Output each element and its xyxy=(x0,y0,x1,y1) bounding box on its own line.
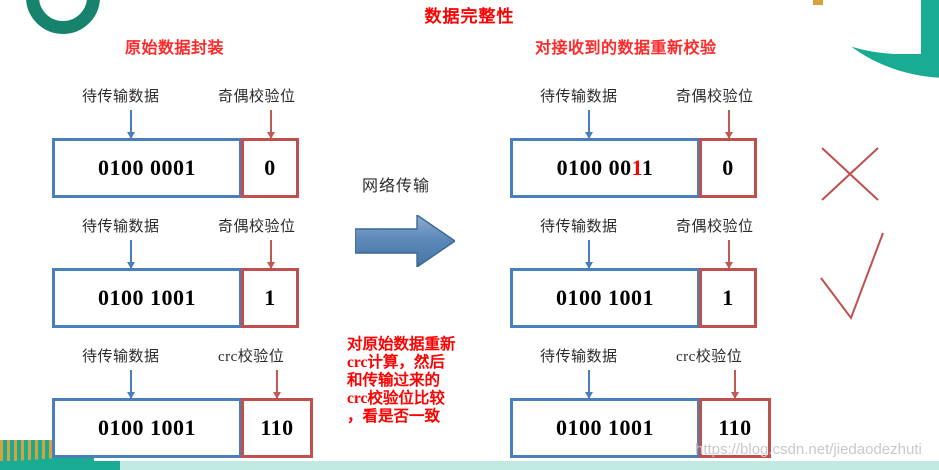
right-row-1-data-value: 0100 0011 xyxy=(557,155,654,181)
right-row-1-check-value: 0 xyxy=(722,155,734,180)
bottom-accent-bar xyxy=(0,461,939,470)
right-row-3-check-label: crc校验位 xyxy=(676,349,743,365)
left-row-3-check-label: crc校验位 xyxy=(218,349,285,365)
network-transmission-arrow-icon xyxy=(355,215,455,267)
right-column-heading: 对接收到的数据重新校验 xyxy=(535,40,717,57)
left-row-1-check-box: 0 xyxy=(241,138,299,198)
right-row-1-check-box: 0 xyxy=(699,138,757,198)
left-row-1-data-arrow xyxy=(127,110,135,139)
right-row-2-data-label: 待传输数据 xyxy=(540,219,618,235)
right-row-3-check-arrow xyxy=(731,370,739,399)
slide-title: 数据完整性 xyxy=(424,7,515,26)
left-row-3-data-value: 0100 1001 xyxy=(98,415,196,440)
right-row-1-data-value-flipped-bit: 1 xyxy=(631,155,642,180)
right-row-3-data-label: 待传输数据 xyxy=(540,349,618,365)
right-row-2-check-value: 1 xyxy=(722,285,734,310)
left-row-3-data-label: 待传输数据 xyxy=(82,349,160,365)
crc-note-line-2: crc计算，然后 xyxy=(347,353,445,371)
crc-recompute-note: 对原始数据重新 crc计算，然后 和传输过来的 crc校验位比较 ，看是否一致 xyxy=(347,336,507,426)
bottom-accent-bar-left xyxy=(0,461,120,470)
right-row-1-data-label: 待传输数据 xyxy=(540,89,618,105)
right-row-2-data-box: 0100 1001 xyxy=(510,268,700,328)
crc-note-line-5: ，看是否一致 xyxy=(347,407,441,425)
left-row-1-check-arrow xyxy=(267,110,275,139)
left-row-1-data-box: 0100 0001 xyxy=(52,138,242,198)
left-row-3-check-value: 110 xyxy=(260,415,294,440)
right-row-1-data-value-prefix: 0100 00 xyxy=(556,155,632,180)
right-row-3-check-box: 110 xyxy=(699,398,771,458)
verdict-cross-icon xyxy=(821,147,879,201)
right-row-2-check-arrow xyxy=(725,240,733,269)
right-row-3-check-value: 110 xyxy=(718,415,752,440)
right-row-2-check-box: 1 xyxy=(699,268,757,328)
left-row-2-check-label: 奇偶校验位 xyxy=(218,219,296,235)
left-row-2-data-arrow xyxy=(127,240,135,269)
top-left-ring-inner-mask xyxy=(40,0,86,20)
left-row-2-check-arrow xyxy=(267,240,275,269)
left-row-2-data-box: 0100 1001 xyxy=(52,268,242,328)
right-row-1-data-value-suffix: 1 xyxy=(641,155,654,180)
left-row-2-data-label: 待传输数据 xyxy=(82,219,160,235)
source-watermark: https://blog.csdn.net/jiedaodezhuti xyxy=(695,441,922,458)
right-row-3-data-arrow xyxy=(585,370,593,399)
left-row-1-data-value: 0100 0001 xyxy=(98,155,196,180)
left-row-1-check-value: 0 xyxy=(264,155,276,180)
right-row-2-data-value: 0100 1001 xyxy=(556,285,654,310)
left-row-3-data-box: 0100 1001 xyxy=(52,398,242,458)
right-row-1-data-box: 0100 0011 xyxy=(510,138,700,198)
left-row-2-check-box: 1 xyxy=(241,268,299,328)
crc-note-line-4: crc校验位比较 xyxy=(347,389,445,407)
right-row-2-check-label: 奇偶校验位 xyxy=(676,219,754,235)
left-row-1-check-label: 奇偶校验位 xyxy=(218,89,296,105)
right-row-2-data-arrow xyxy=(585,240,593,269)
right-row-1-check-arrow xyxy=(725,110,733,139)
left-row-3-check-box: 110 xyxy=(241,398,313,458)
left-row-3-data-arrow xyxy=(127,370,135,399)
crc-note-line-3: 和传输过来的 xyxy=(347,371,441,389)
right-row-3-data-value: 0100 1001 xyxy=(556,415,654,440)
verdict-check-icon xyxy=(820,232,884,321)
left-row-2-data-value: 0100 1001 xyxy=(98,285,196,310)
right-row-1-data-arrow xyxy=(585,110,593,139)
top-right-gold-accent xyxy=(813,0,823,5)
right-row-1-check-label: 奇偶校验位 xyxy=(676,89,754,105)
left-row-2-check-value: 1 xyxy=(264,285,276,310)
left-row-3-check-arrow xyxy=(273,370,281,399)
network-transmission-label: 网络传输 xyxy=(362,178,431,195)
left-column-heading: 原始数据封装 xyxy=(125,40,225,57)
crc-note-line-1: 对原始数据重新 xyxy=(347,336,456,353)
left-row-1-data-label: 待传输数据 xyxy=(82,89,160,105)
right-row-3-data-box: 0100 1001 xyxy=(510,398,700,458)
